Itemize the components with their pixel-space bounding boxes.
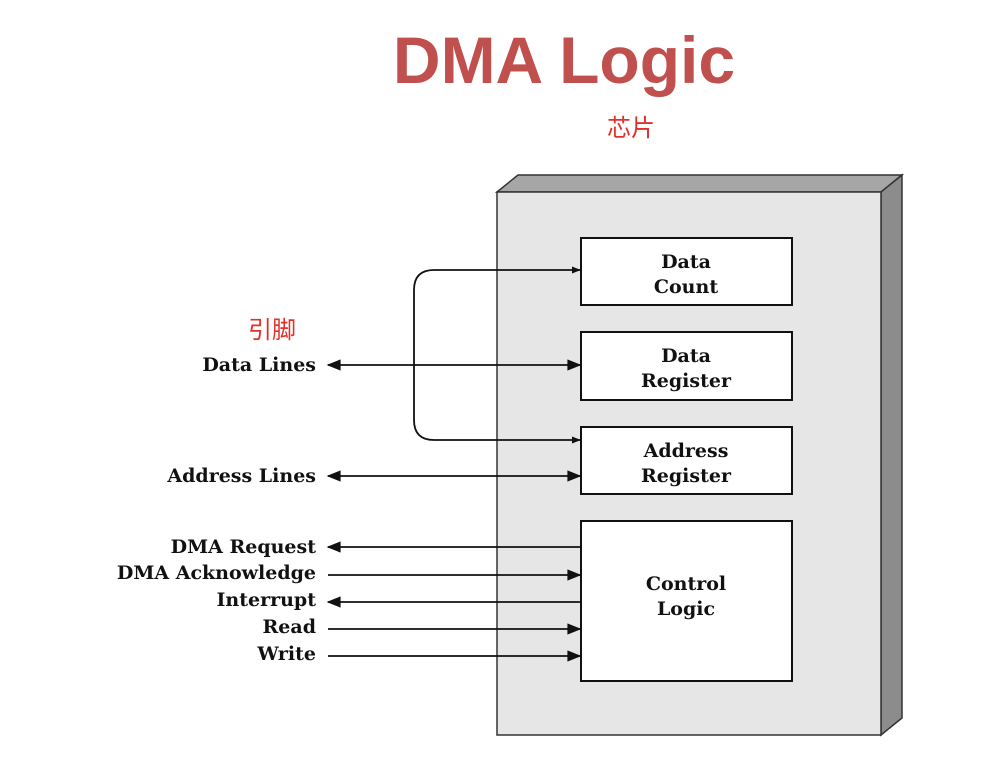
chip-side-face [880, 173, 903, 737]
data-count-label-line1: Data [661, 251, 711, 273]
pins-annotation: 引脚 [248, 316, 296, 344]
address-register-label-line2: Register [641, 465, 732, 487]
data-register-box [580, 331, 793, 401]
chip-annotation: 芯片 [607, 114, 655, 142]
write-label: Write [256, 643, 316, 665]
data-register-label-line2: Register [641, 370, 732, 392]
data-count-label-line2: Count [654, 276, 718, 298]
data-count-box [580, 237, 793, 306]
dma-request-label: DMA Request [171, 536, 317, 558]
dma-acknowledge-label: DMA Acknowledge [117, 562, 316, 584]
control-logic-label-line1: Control [646, 573, 726, 595]
address-register-box [580, 426, 793, 495]
data-lines-label: Data Lines [202, 354, 316, 376]
data-register-label-line1: Data [661, 345, 711, 367]
chip-top-face [494, 174, 905, 193]
address-lines-label: Address Lines [166, 465, 316, 487]
interrupt-label: Interrupt [217, 589, 317, 611]
page-title-text: DMA Logic [392, 23, 736, 97]
control-logic-label-line2: Logic [657, 598, 715, 620]
read-label: Read [263, 616, 316, 638]
internal-bus-loop [413, 266, 581, 444]
page-title: DMA Logic [0, 22, 1008, 98]
address-register-label-line1: Address [643, 440, 729, 462]
control-logic-box [580, 520, 793, 682]
